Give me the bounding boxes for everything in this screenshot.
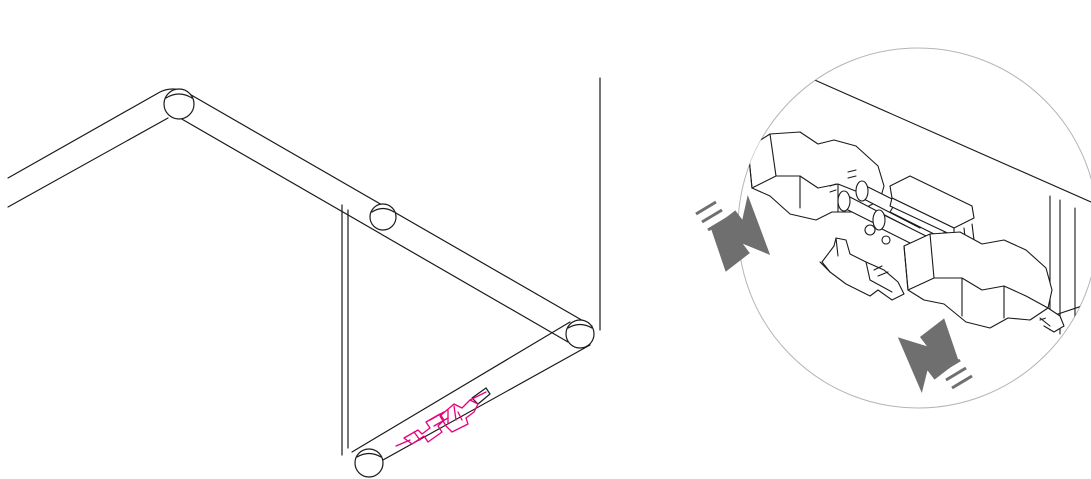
frame-tube-upper-left [7, 88, 187, 208]
arrow-push-icon [711, 194, 771, 272]
arrow-speed-lines [695, 200, 729, 232]
joint-cap-right [565, 319, 595, 349]
frame-overview [7, 77, 601, 478]
tube-tab [471, 387, 491, 405]
connector-latch [889, 175, 975, 255]
joint-cap-top [163, 88, 195, 120]
frame-leg-vertical [341, 204, 349, 456]
connector-right-block [903, 231, 1065, 333]
connector-highlight [395, 391, 487, 447]
joint-cap-bottom [354, 448, 384, 478]
arrow-push-right [897, 318, 973, 394]
frame-tube-bottom-diagonal [351, 321, 591, 471]
connector-bracket [819, 237, 905, 301]
arrow-speed-lines [939, 358, 973, 390]
connector-detail [695, 47, 1091, 409]
arrow-push-icon [897, 318, 959, 394]
arrow-push-left [695, 194, 771, 272]
joint-cap-middle [369, 203, 397, 231]
